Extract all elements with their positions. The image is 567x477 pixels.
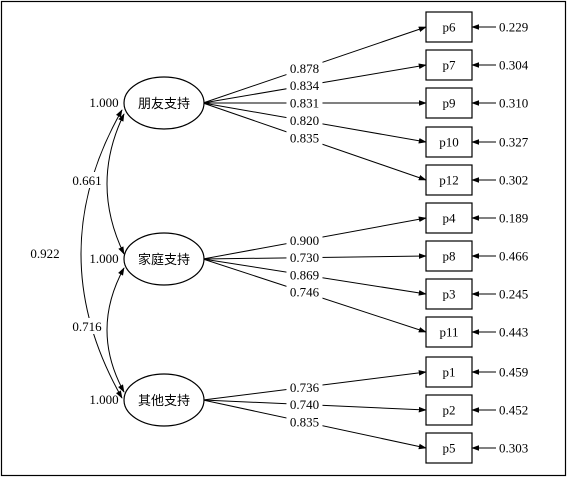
- loading-label-p1: 0.736: [290, 380, 320, 395]
- error-variance-p1: 0.459: [499, 365, 528, 380]
- factor-label-friend-support: 朋友支持: [138, 96, 190, 112]
- error-variance-p5: 0.303: [499, 441, 528, 456]
- indicator-box-p7: [425, 49, 473, 81]
- correlation-label-f1-f2: 0.661: [72, 173, 101, 188]
- error-variance-p3: 0.245: [499, 287, 528, 302]
- loading-label-p4: 0.900: [290, 233, 319, 248]
- factor-variance-other-support: 1.000: [89, 392, 118, 407]
- factor-label-family-support: 家庭支持: [138, 252, 190, 268]
- indicator-box-p4: [425, 202, 473, 234]
- error-variance-p8: 0.466: [499, 249, 529, 264]
- loading-label-p10: 0.820: [290, 113, 319, 128]
- indicator-label-p5: p5: [443, 441, 456, 456]
- indicator-label-p11: p11: [439, 325, 458, 340]
- loading-label-p3: 0.869: [290, 267, 319, 282]
- indicator-label-p7: p7: [443, 58, 457, 73]
- loading-label-p8: 0.730: [290, 250, 319, 265]
- correlation-label-f1-f3: 0.922: [30, 246, 59, 261]
- indicator-box-p10: [425, 126, 473, 158]
- error-variance-p10: 0.327: [499, 135, 529, 150]
- factor-label-other-support: 其他支持: [138, 394, 190, 409]
- indicator-label-p10: p10: [439, 135, 459, 150]
- factor-ellipse-family-support: [123, 232, 205, 286]
- loading-label-p2: 0.740: [290, 397, 319, 412]
- error-variance-p9: 0.310: [499, 96, 528, 111]
- indicator-label-p1: p1: [443, 365, 456, 380]
- factor-ellipse-other-support: [123, 373, 205, 427]
- loading-label-p11: 0.746: [290, 285, 320, 300]
- indicator-box-p6: [425, 11, 473, 43]
- factor-ellipse-friend-support: [123, 76, 205, 130]
- indicator-label-p6: p6: [443, 20, 457, 35]
- factor-variance-family-support: 1.000: [89, 251, 118, 266]
- correlation-curve-f1-f3: [80, 109, 123, 399]
- error-variance-p6: 0.229: [499, 20, 528, 35]
- indicator-box-p12: [425, 164, 473, 196]
- indicator-label-p3: p3: [443, 287, 456, 302]
- error-variance-p7: 0.304: [499, 58, 529, 73]
- error-variance-p2: 0.452: [499, 403, 528, 418]
- loading-label-p5: 0.835: [290, 414, 319, 429]
- loading-label-p6: 0.878: [290, 61, 319, 76]
- error-variance-p11: 0.443: [499, 325, 528, 340]
- indicator-label-p2: p2: [443, 403, 456, 418]
- loading-label-p9: 0.831: [290, 96, 319, 111]
- indicator-label-p4: p4: [443, 211, 457, 226]
- indicator-label-p8: p8: [443, 249, 456, 264]
- error-variance-p4: 0.189: [499, 211, 528, 226]
- indicator-label-p9: p9: [443, 96, 456, 111]
- indicator-box-p5: [425, 432, 473, 464]
- indicator-box-p2: [425, 394, 473, 426]
- indicator-box-p11: [425, 316, 473, 348]
- correlation-label-f2-f3: 0.716: [72, 319, 102, 334]
- indicator-box-p1: [425, 356, 473, 388]
- error-variance-p12: 0.302: [499, 173, 528, 188]
- factor-variance-friend-support: 1.000: [89, 95, 118, 110]
- indicator-label-p12: p12: [439, 173, 459, 188]
- loading-label-p7: 0.834: [290, 78, 320, 93]
- loading-label-p12: 0.835: [290, 131, 319, 146]
- indicator-box-p8: [425, 240, 473, 272]
